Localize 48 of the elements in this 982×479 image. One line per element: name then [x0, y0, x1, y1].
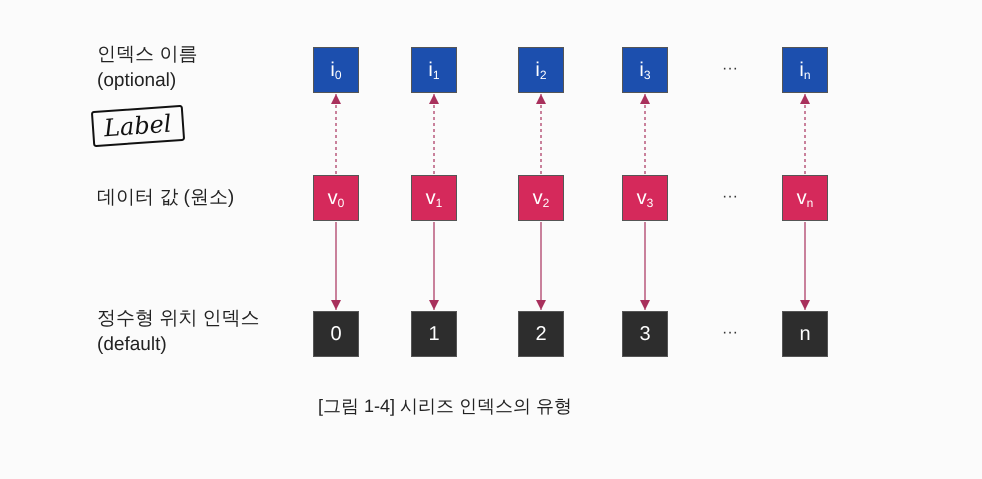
node-label: i$_{2}$: [535, 58, 547, 82]
arrow: [536, 94, 546, 174]
index-name-box: [518, 47, 564, 93]
node-label: 1: [428, 322, 440, 346]
position-index-box: [518, 311, 564, 357]
ellipsis: ···: [722, 324, 738, 342]
arrow: [331, 222, 341, 310]
node-label: i$_{3}$: [639, 58, 651, 82]
value-box: [411, 175, 457, 221]
position-index-box: [313, 311, 359, 357]
node-label: v$_{2}$: [532, 186, 550, 210]
handwritten-note: Label: [90, 104, 185, 148]
value-box: [622, 175, 668, 221]
arrow: [640, 222, 650, 310]
value-box: [313, 175, 359, 221]
node-label: v$_{1}$: [426, 186, 442, 210]
node-label: i$_{n}$: [799, 58, 811, 82]
row-label: 데이터 값 (원소): [97, 186, 236, 210]
node-label: v$_{0}$: [328, 186, 344, 210]
node-label: v$_{n}$: [796, 186, 814, 210]
position-index-box: [622, 311, 668, 357]
row-label: 정수형 위치 인덱스 (default): [97, 307, 261, 357]
position-index-box: [411, 311, 457, 357]
node-label: 0: [330, 322, 342, 346]
node-label: n: [799, 322, 811, 346]
arrow: [800, 94, 810, 174]
node-label: 3: [639, 322, 651, 346]
index-name-box: [411, 47, 457, 93]
ellipsis: ···: [722, 60, 738, 78]
arrow: [429, 222, 439, 310]
figure-caption: [그림 1-4] 시리즈 인덱스의 유형: [318, 395, 572, 418]
ellipsis: ···: [722, 188, 738, 206]
index-name-box: [313, 47, 359, 93]
arrow: [536, 222, 546, 310]
arrow: [800, 222, 810, 310]
node-label: 2: [535, 322, 547, 346]
value-box: [782, 175, 828, 221]
node-label: i$_{1}$: [428, 58, 440, 82]
arrow: [640, 94, 650, 174]
index-name-box: [622, 47, 668, 93]
node-label: i$_{0}$: [330, 58, 342, 82]
node-label: v$_{3}$: [636, 186, 654, 210]
position-index-box: [782, 311, 828, 357]
arrow: [429, 94, 439, 174]
value-box: [518, 175, 564, 221]
row-label: 인덱스 이름 (optional): [97, 43, 198, 93]
index-name-box: [782, 47, 828, 93]
arrow: [331, 94, 341, 174]
